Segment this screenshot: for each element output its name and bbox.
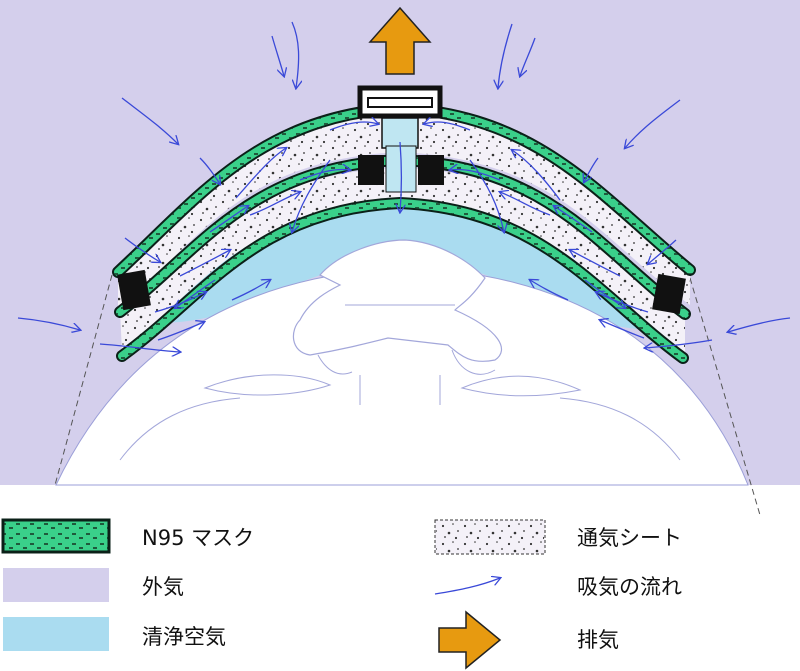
flow-arrow-icon xyxy=(500,192,551,216)
flow-arrow-icon xyxy=(231,280,270,301)
flow-arrow-icon xyxy=(434,578,500,595)
legend-item-breathable-sheet: 通気シート xyxy=(434,519,682,555)
lip-right xyxy=(460,375,582,397)
strap-line-left xyxy=(54,274,113,486)
flow-arrow-icon xyxy=(249,192,300,216)
edge-seal-right xyxy=(652,273,686,315)
flow-arrow-icon xyxy=(648,239,677,264)
legend-label-exhaust: 排気 xyxy=(577,628,619,652)
jaw-line-right xyxy=(559,397,681,461)
flow-arrow-icon xyxy=(530,280,569,301)
flow-arrow-icon xyxy=(299,169,350,181)
flow-arrow-icon xyxy=(400,141,402,212)
flow-arrow-icon xyxy=(17,317,80,330)
flow-arrow-icon xyxy=(175,279,216,308)
legend-label-n95-mask: N95 マスク xyxy=(142,526,254,550)
flow-arrow-icon xyxy=(625,99,681,148)
flow-arrow-icon xyxy=(271,35,284,76)
flow-arrow-icon xyxy=(291,21,299,88)
flow-arrow-icon xyxy=(584,157,599,182)
legend-label-breathable-sheet: 通気シート xyxy=(577,526,682,550)
flow-arrow-icon xyxy=(329,122,378,131)
flow-arrow-icon xyxy=(498,23,513,88)
flow-arrow-icon xyxy=(99,343,180,352)
legend-swatch-outside-air xyxy=(3,568,109,602)
flow-arrow-icon xyxy=(157,322,204,341)
flow-arrow-icon xyxy=(235,148,286,199)
flow-arrow-icon xyxy=(469,159,504,232)
flow-arrow-icon xyxy=(554,206,593,233)
legend-item-clean-air: 清浄空気 xyxy=(3,617,226,651)
exhaust-arrow-icon xyxy=(438,610,502,670)
flow-arrow-icon xyxy=(728,317,791,332)
legend: N95 マスク 外気 清浄空気 通気シート 吸気の流れ 排気 xyxy=(1,518,682,670)
legend-label-outside-air: 外気 xyxy=(142,575,184,599)
flow-arrow-icon xyxy=(209,206,248,233)
exhalation-valve-icon xyxy=(357,85,444,193)
exhaust-arrow-icon xyxy=(368,6,432,75)
flow-arrow-icon xyxy=(124,237,160,262)
nostril-left xyxy=(317,354,353,375)
flow-arrow-icon xyxy=(512,150,561,201)
legend-item-exhaust: 排気 xyxy=(438,610,619,670)
flow-arrow-icon xyxy=(600,320,645,339)
legend-item-outside-air: 外気 xyxy=(3,568,184,602)
legend-item-n95-mask: N95 マスク xyxy=(1,518,254,554)
flow-arrow-icon xyxy=(645,339,713,348)
flow-arrow-icon xyxy=(570,250,621,277)
flow-arrow-icon xyxy=(520,37,536,76)
legend-label-inhalation-flow: 吸気の流れ xyxy=(577,575,682,599)
chin-line xyxy=(359,375,441,405)
jaw-line-left xyxy=(119,397,241,461)
flow-arrow-icon xyxy=(584,279,625,308)
flow-arrow-icon xyxy=(179,250,230,277)
flow-arrow-icon xyxy=(292,159,331,232)
flow-arrow-icon xyxy=(450,169,501,181)
inhalation-flow-arrows xyxy=(17,21,791,352)
nostril-right xyxy=(451,349,496,375)
flow-arrow-icon xyxy=(199,157,220,184)
legend-swatch-clean-air xyxy=(3,617,109,651)
lip-left xyxy=(203,374,332,396)
legend-label-clean-air: 清浄空気 xyxy=(142,625,226,649)
nose-shape xyxy=(292,239,503,362)
flow-arrow-icon xyxy=(424,122,471,131)
edge-seal-left xyxy=(117,269,151,311)
breathable-sheet-texture-inner xyxy=(120,168,685,355)
flow-arrow-icon xyxy=(121,97,178,144)
legend-item-inhalation-flow: 吸気の流れ xyxy=(434,575,682,599)
strap-line-right xyxy=(689,277,761,516)
